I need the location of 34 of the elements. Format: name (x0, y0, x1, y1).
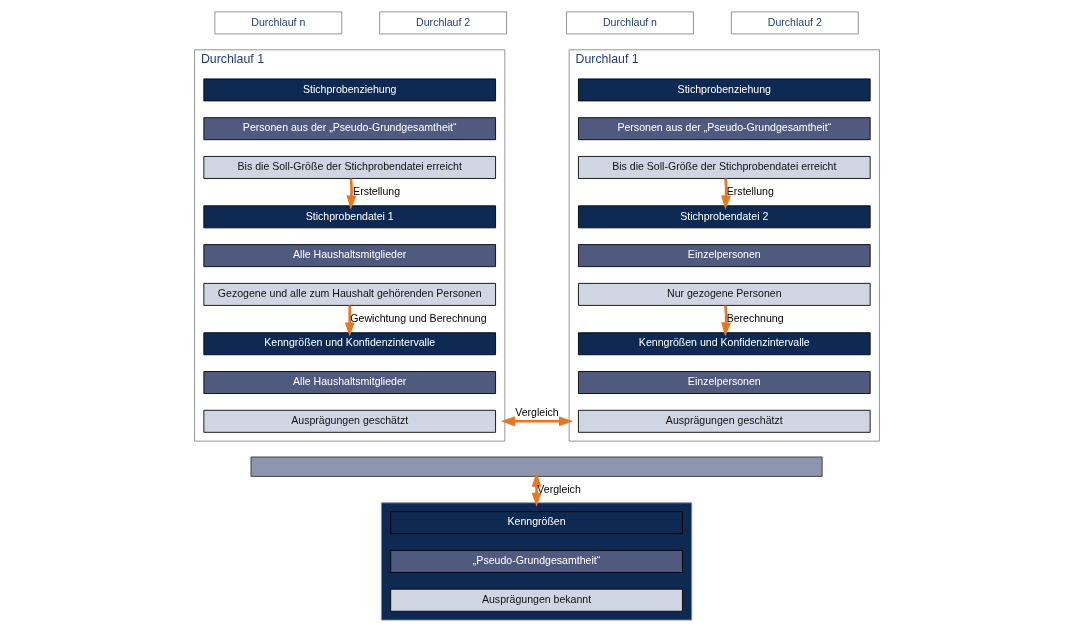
arrow (500, 416, 573, 427)
node-box: Kenngrößen und Konfidenzintervalle (202, 332, 496, 356)
cluster (380, 502, 692, 621)
node-box: Stichprobenziehung (577, 78, 871, 102)
node-box: Nur gezogene Personen (577, 282, 871, 306)
node-box: Einzelpersonen (577, 371, 871, 394)
node-box: Gezogene und alle zum Haushalt gehörenden Personen (202, 282, 496, 306)
edge-label: Berechnung (726, 311, 784, 324)
node-box: Bis die Soll-Größe der Stichprobendatei erreicht (577, 156, 871, 179)
node-box: Ausprägungen geschätzt (577, 409, 871, 433)
arrow (346, 178, 356, 210)
node-box: Durchlauf 2 (378, 11, 507, 35)
node-box: Bis die Soll-Größe der Stichprobendatei erreicht (202, 156, 496, 179)
node-box: Ausprägungen geschätzt (202, 409, 496, 433)
node-box: Alle Haushaltsmitglieder (202, 371, 496, 394)
node-box: „Pseudo-Grundgesamtheit“ (389, 550, 683, 573)
node-box: Durchlauf 2 (730, 11, 859, 35)
node-box: Kenngrößen und Konfidenzintervalle (577, 332, 871, 356)
node-box: Kenngrößen (389, 511, 683, 535)
node-box: Stichprobenziehung (202, 78, 496, 102)
node-box: Einzelpersonen (577, 244, 871, 268)
edge-label: Erstellung (352, 184, 400, 197)
arrow (344, 305, 355, 337)
node-box: Stichprobendatei 1 (202, 205, 496, 229)
edge-label: Vergleich (514, 405, 559, 418)
node-box (250, 456, 823, 477)
node-box: Personen aus der „Pseudo-Grundgesamtheit“ (202, 117, 496, 141)
node-box: Stichprobendatei 2 (577, 205, 871, 229)
node-box: Alle Haushaltsmitglieder (202, 244, 496, 268)
node-box: Ausprägungen bekannt (389, 588, 683, 612)
edge-label: Erstellung (726, 184, 774, 197)
node-box: Personen aus der „Pseudo-Grundgesamtheit“ (577, 117, 871, 141)
node-box: Durchlauf n (565, 11, 694, 35)
node-box: Durchlauf n (213, 11, 342, 35)
